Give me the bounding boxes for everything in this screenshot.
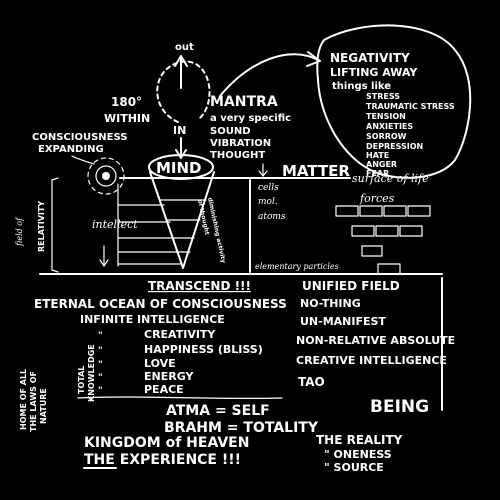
- matter-levels: cells mol. atoms: [258, 183, 286, 222]
- reality-list: THE REALITY " ONENESS " SOURCE: [316, 433, 403, 474]
- mantra-line: THOUGHT: [210, 150, 265, 161]
- forces-blocks: [335, 205, 431, 275]
- forces-label: forces: [359, 192, 395, 205]
- negativity-item: DEPRESSION: [366, 142, 423, 151]
- transcend-label: TRANSCEND !!!: [148, 279, 251, 293]
- reality-item: THE REALITY: [316, 433, 403, 447]
- negativity-item: ANGER: [366, 160, 397, 169]
- mind-ellipse: [148, 154, 214, 180]
- expansion-circle: [156, 55, 211, 159]
- matter-label: MATTER: [282, 162, 350, 180]
- divider-line: [77, 396, 283, 400]
- absolute-item: UN-MANIFEST: [300, 315, 386, 328]
- absolute-item: CREATIVE INTELLIGENCE: [296, 354, 447, 367]
- laws-label: THE LAWS OF: [29, 371, 38, 432]
- intellect-label: intellect: [92, 218, 138, 231]
- quality-item: ENERGY: [144, 370, 194, 383]
- knowledge-label: KNOWLEDGE: [87, 344, 96, 402]
- negativity-item: HATE: [366, 151, 389, 160]
- mantra-line: VIBRATION: [210, 138, 271, 149]
- mantra-line: SOUND: [210, 126, 251, 137]
- brahm-label: BRAHM = TOTALITY: [164, 420, 319, 436]
- in-label: IN: [173, 124, 186, 137]
- level-label: atoms: [258, 212, 286, 222]
- negativity-item: TRAUMATIC STRESS: [366, 102, 455, 111]
- ditto-mark: ": [98, 386, 103, 396]
- within-label: WITHIN: [104, 112, 150, 125]
- negativity-item: TENSION: [366, 112, 406, 121]
- intellect-lines: [117, 204, 181, 265]
- expanding-label: EXPANDING: [38, 144, 104, 155]
- absolute-item: TAO: [298, 375, 325, 389]
- relativity-label: RELATIVITY: [37, 201, 46, 252]
- negativity-blob: [316, 24, 472, 179]
- atma-label: ATMA = SELF: [166, 403, 270, 419]
- consciousness-ripples: [87, 157, 125, 195]
- kingdom-label: KINGDOM of HEAVEN: [84, 435, 249, 451]
- mind-label: MIND: [156, 159, 202, 177]
- ditto-mark: ": [98, 331, 103, 341]
- mantra-block: MANTRA a very specific SOUND VIBRATION T…: [210, 94, 291, 161]
- eternal-label: ETERNAL OCEAN OF CONSCIOUSNESS: [34, 297, 287, 311]
- field-of-label: field of: [15, 216, 24, 247]
- out-label: out: [175, 42, 194, 53]
- quality-item: PEACE: [144, 383, 184, 396]
- negativity-list: NEGATIVITY LIFTING AWAY things like STRE…: [330, 51, 455, 178]
- mantra-line: a very specific: [210, 113, 291, 124]
- negativity-line: LIFTING AWAY: [330, 66, 418, 79]
- quality-item: LOVE: [144, 357, 176, 370]
- negativity-arrow: [219, 53, 319, 97]
- reality-item: " ONENESS: [324, 448, 392, 461]
- negativity-title: NEGATIVITY: [330, 51, 410, 65]
- experience-label: THE EXPERIENCE !!!: [84, 452, 241, 468]
- nature-label: NATURE: [39, 388, 48, 424]
- negativity-item: SORROW: [366, 132, 407, 141]
- quality-item: CREATIVITY: [144, 328, 216, 341]
- being-label: BEING: [370, 397, 429, 417]
- total-label: TOTAL: [77, 366, 86, 394]
- mantra-title: MANTRA: [210, 94, 278, 110]
- ditto-mark: ": [98, 373, 103, 383]
- level-label: mol.: [258, 197, 278, 207]
- elementary-label: elementary particles: [255, 262, 339, 271]
- consciousness-label: CONSCIOUSNESS: [32, 132, 127, 143]
- degrees-label: 180°: [111, 95, 142, 109]
- absolute-list: NO-THING UN-MANIFEST NON-RELATIVE ABSOLU…: [296, 297, 455, 389]
- negativity-line: things like: [332, 81, 391, 92]
- infinite-label: INFINITE INTELLIGENCE: [80, 313, 225, 326]
- surface-label: surface of life: [352, 172, 429, 185]
- negativity-item: ANXIETIES: [366, 122, 413, 131]
- home-label: HOME OF ALL: [19, 369, 28, 430]
- relativity-bracket: [51, 177, 59, 273]
- qualities-list: " CREATIVITY " HAPPINESS (BLISS) " LOVE …: [98, 328, 263, 396]
- negativity-item: STRESS: [366, 92, 400, 101]
- absolute-item: NO-THING: [300, 297, 361, 310]
- level-label: cells: [258, 183, 279, 193]
- ditto-mark: ": [98, 346, 103, 356]
- thought-cone: [149, 171, 215, 269]
- ditto-mark: ": [98, 360, 103, 370]
- absolute-item: NON-RELATIVE ABSOLUTE: [296, 334, 455, 347]
- negativity-item: FEAR: [366, 169, 389, 178]
- unified-field-label: UNIFIED FIELD: [302, 279, 400, 293]
- quality-item: HAPPINESS (BLISS): [144, 343, 263, 356]
- reality-item: " SOURCE: [324, 461, 384, 474]
